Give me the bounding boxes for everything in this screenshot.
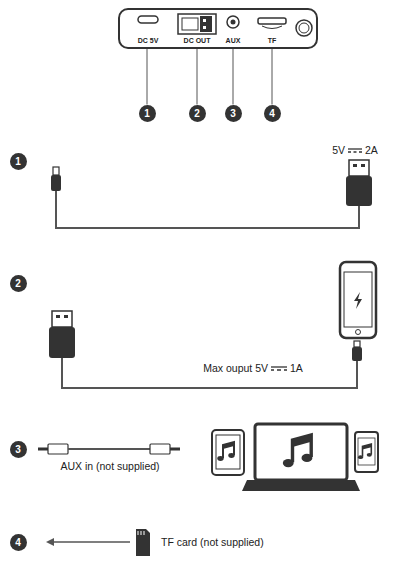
label-text: 2A: [364, 144, 379, 156]
callout-number: 2: [189, 105, 206, 122]
port-label: DC OUT: [184, 37, 211, 44]
callout-text: 2: [15, 278, 21, 289]
port-label: DC 5V: [138, 37, 159, 44]
label-text: AUX in (not supplied): [59, 460, 160, 472]
callout-text: 1: [15, 156, 21, 167]
leader-line: [272, 49, 273, 105]
port-label: AUX: [226, 37, 241, 44]
callout-text: 1: [144, 108, 150, 119]
callout-number: 3: [10, 441, 27, 458]
leader-line: [233, 49, 234, 105]
leader-line: [147, 49, 148, 105]
callout-text: 4: [269, 108, 275, 119]
callout-number: 1: [10, 153, 27, 170]
callout-text: 3: [15, 444, 21, 455]
label-text: 1A: [289, 362, 304, 374]
callout-number: 1: [139, 105, 156, 122]
callout-number: 3: [225, 105, 242, 122]
label-text: TF card (not supplied): [160, 536, 265, 548]
callout-text: 3: [230, 108, 236, 119]
leader-line: [197, 49, 198, 105]
callout-number: 4: [10, 534, 27, 551]
device-panel: DC 5V DC OUT AUX TF: [118, 8, 318, 49]
callout-text: 2: [194, 108, 200, 119]
callout-number: 4: [264, 105, 281, 122]
label-text: Max ouput 5V: [202, 362, 269, 374]
port-label: TF: [268, 37, 277, 44]
callout-number: 2: [10, 275, 27, 292]
label-text: 5V: [331, 144, 346, 156]
callout-text: 4: [15, 537, 21, 548]
